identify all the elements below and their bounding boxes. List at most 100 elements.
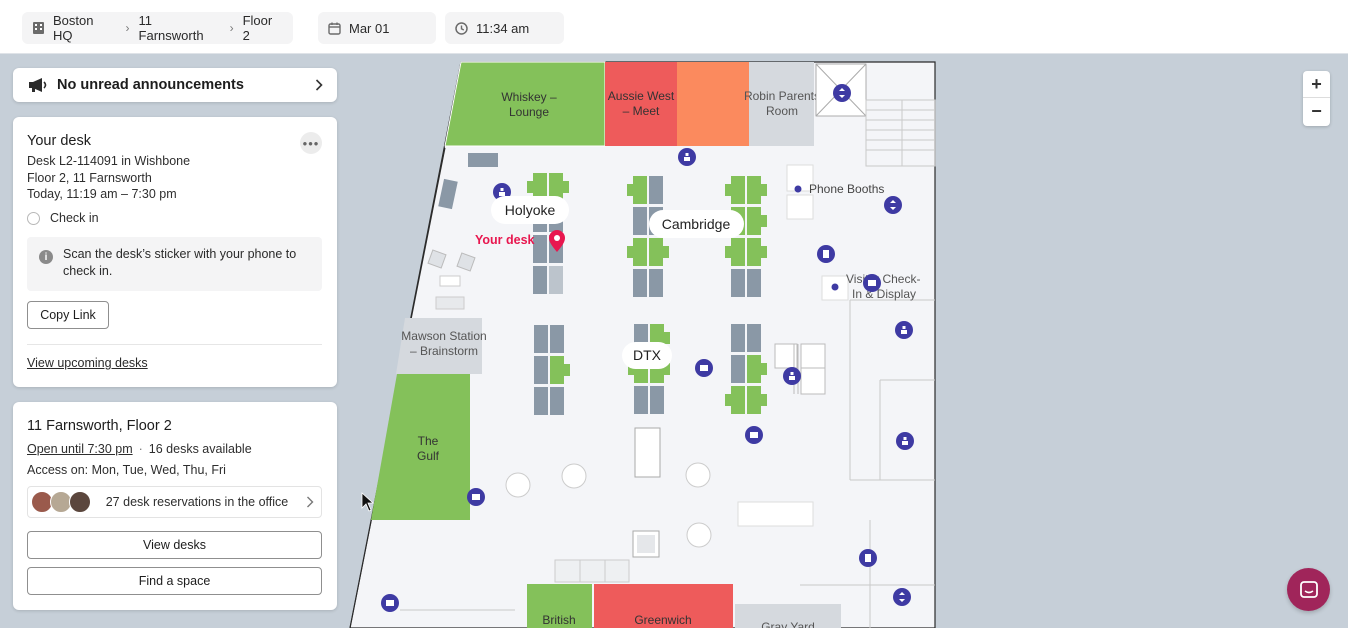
restroom-icon[interactable] bbox=[895, 321, 913, 339]
announcements-bar[interactable]: No unread announcements bbox=[13, 68, 337, 102]
room-whiskey-lounge[interactable] bbox=[444, 61, 606, 147]
time-picker[interactable]: 11:34 am bbox=[445, 12, 564, 44]
breadcrumb-floor[interactable]: Floor 2 bbox=[242, 13, 273, 43]
room-the-gulf[interactable] bbox=[371, 374, 470, 520]
room-label-british: British bbox=[542, 613, 575, 627]
desk[interactable] bbox=[649, 269, 663, 297]
desk[interactable] bbox=[747, 269, 761, 297]
desk[interactable] bbox=[649, 176, 663, 204]
check-in-radio[interactable]: Check in bbox=[27, 211, 99, 225]
avatar-group bbox=[31, 491, 91, 513]
desk[interactable] bbox=[731, 238, 745, 266]
clock-icon bbox=[455, 21, 468, 35]
lounge-seating bbox=[774, 343, 826, 395]
zoom-in-button[interactable]: + bbox=[1303, 71, 1330, 98]
desk[interactable] bbox=[747, 238, 761, 266]
desk[interactable] bbox=[534, 325, 548, 353]
announcements-label: No unread announcements bbox=[57, 77, 244, 93]
desk[interactable] bbox=[731, 269, 745, 297]
your-desk-card: Your desk ••• Desk L2-114091 in Wishbone… bbox=[13, 117, 337, 387]
desk-chair bbox=[628, 363, 634, 375]
more-options-icon[interactable]: ••• bbox=[300, 132, 322, 154]
furniture bbox=[435, 296, 465, 310]
badge-icon[interactable] bbox=[859, 549, 877, 567]
desk[interactable] bbox=[549, 266, 563, 294]
display-icon[interactable] bbox=[467, 488, 485, 506]
desk[interactable] bbox=[633, 269, 647, 297]
desk[interactable] bbox=[550, 356, 564, 384]
desk[interactable] bbox=[731, 355, 745, 383]
display-icon[interactable] bbox=[863, 274, 881, 292]
view-desks-button[interactable]: View desks bbox=[27, 531, 322, 559]
room-greenwich[interactable] bbox=[594, 584, 733, 628]
room-aussie-west[interactable] bbox=[605, 62, 677, 146]
desk[interactable] bbox=[747, 386, 761, 414]
find-space-button[interactable]: Find a space bbox=[27, 567, 322, 595]
neighborhood-cambridge[interactable]: Cambridge bbox=[649, 210, 744, 238]
room-label-greenwich: Greenwich bbox=[634, 613, 691, 627]
furniture bbox=[439, 275, 461, 287]
neighborhood-holyoke[interactable]: Holyoke bbox=[491, 196, 569, 224]
desk[interactable] bbox=[633, 238, 647, 266]
check-in-info: i Scan the desk’s sticker with your phon… bbox=[27, 237, 322, 291]
room-orange[interactable] bbox=[677, 62, 749, 146]
desk[interactable] bbox=[731, 176, 745, 204]
room-mawson-station[interactable] bbox=[396, 318, 482, 374]
radio-icon[interactable] bbox=[27, 211, 40, 225]
elevator-icon[interactable] bbox=[833, 84, 851, 102]
desk[interactable] bbox=[747, 176, 761, 204]
chat-launcher-button[interactable] bbox=[1287, 568, 1330, 611]
desk[interactable] bbox=[747, 355, 761, 383]
desk[interactable] bbox=[549, 173, 563, 201]
restroom-icon[interactable] bbox=[896, 432, 914, 450]
desk[interactable] bbox=[649, 238, 663, 266]
desk[interactable] bbox=[731, 324, 745, 352]
open-hours-link[interactable]: Open until 7:30 pm bbox=[27, 442, 133, 456]
desk[interactable] bbox=[533, 266, 547, 294]
desk[interactable] bbox=[731, 386, 745, 414]
desk[interactable] bbox=[550, 387, 564, 415]
date-picker[interactable]: Mar 01 bbox=[318, 12, 436, 44]
room-british[interactable] bbox=[527, 584, 592, 628]
avatar bbox=[69, 491, 91, 513]
room-label-aussie: Aussie West– Meet bbox=[608, 89, 675, 118]
date-value: Mar 01 bbox=[349, 20, 390, 36]
person-icon[interactable] bbox=[678, 148, 696, 166]
view-upcoming-desks-link[interactable]: View upcoming desks bbox=[27, 356, 148, 370]
room-robin-parents[interactable] bbox=[749, 62, 814, 146]
display-icon[interactable] bbox=[695, 359, 713, 377]
your-desk-pin-icon[interactable] bbox=[549, 230, 565, 252]
elevator-icon[interactable] bbox=[884, 196, 902, 214]
desk[interactable] bbox=[650, 386, 664, 414]
zoom-out-button[interactable]: − bbox=[1311, 101, 1322, 121]
person-icon[interactable] bbox=[783, 367, 801, 385]
phone-booth[interactable] bbox=[786, 194, 814, 220]
desk[interactable] bbox=[634, 386, 648, 414]
elevator-icon[interactable] bbox=[893, 588, 911, 606]
breadcrumb-building[interactable]: Boston HQ bbox=[53, 13, 94, 43]
desk[interactable] bbox=[747, 207, 761, 235]
desk[interactable] bbox=[633, 207, 647, 235]
display-icon[interactable] bbox=[745, 426, 763, 444]
printer-icon[interactable] bbox=[381, 594, 399, 612]
table bbox=[737, 501, 814, 527]
reservations-row[interactable]: 27 desk reservations in the office bbox=[27, 486, 322, 518]
desk[interactable] bbox=[534, 356, 548, 384]
building-icon bbox=[33, 22, 44, 34]
desk[interactable] bbox=[550, 325, 564, 353]
desk[interactable] bbox=[533, 173, 547, 201]
desk[interactable] bbox=[633, 176, 647, 204]
map-markers[interactable] bbox=[381, 84, 914, 612]
desk[interactable] bbox=[534, 387, 548, 415]
your-desk-label: Your desk bbox=[475, 233, 535, 247]
zoom-controls: + − bbox=[1303, 71, 1330, 126]
desk[interactable] bbox=[533, 235, 547, 263]
badge-icon[interactable] bbox=[817, 245, 835, 263]
breadcrumb-address[interactable]: 11 Farnsworth bbox=[138, 13, 204, 43]
desk[interactable] bbox=[747, 324, 761, 352]
room-gray-bottom[interactable] bbox=[735, 604, 841, 628]
breadcrumb[interactable]: Boston HQ › 11 Farnsworth › Floor 2 bbox=[22, 12, 293, 44]
neighborhood-dtx[interactable]: DTX bbox=[622, 342, 672, 369]
chevron-right-icon: › bbox=[125, 21, 130, 35]
copy-link-button[interactable]: Copy Link bbox=[27, 301, 109, 329]
